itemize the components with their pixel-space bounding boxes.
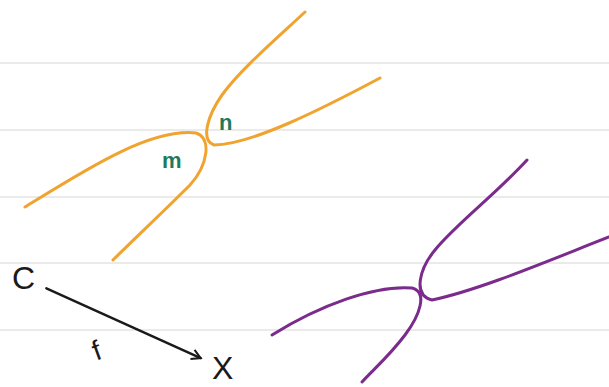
curve-label: n: [219, 110, 232, 136]
orange-curve: [25, 12, 380, 260]
curve-label: m: [162, 148, 182, 174]
map-name: f: [85, 334, 107, 368]
ruled-lines: [0, 63, 609, 330]
space-name: X: [208, 350, 237, 386]
map-arrow: [46, 288, 200, 358]
space-name: C: [8, 260, 39, 296]
purple-curve: [272, 160, 609, 382]
node-text: C: [12, 262, 35, 294]
node-text: X: [212, 352, 233, 384]
